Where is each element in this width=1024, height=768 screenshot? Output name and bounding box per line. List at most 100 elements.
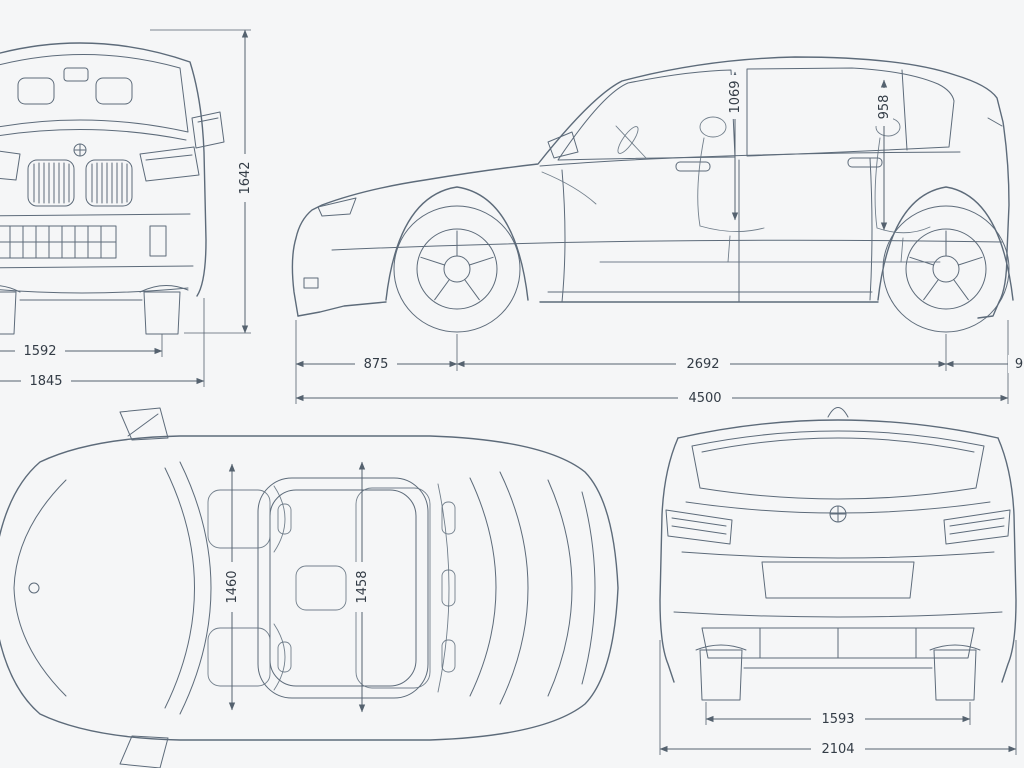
front-view: 1642 1592 1845: [0, 29, 254, 390]
seatback-passenger: [273, 623, 286, 691]
mirror-bottom: [119, 735, 169, 768]
headrest-passenger: [277, 641, 292, 673]
kidney-grille-left: [27, 159, 75, 207]
top-view: 1460 1458: [0, 407, 619, 768]
front-door-handle: [675, 161, 711, 172]
windshield-arc: [179, 461, 212, 715]
tire-right: [143, 291, 181, 335]
front-wheel-spokes: [420, 230, 494, 301]
dim-label-front-overhang: 875: [355, 355, 397, 373]
rear-view-dimensions: 1593 2104: [659, 640, 1017, 758]
rear-window: [691, 430, 985, 500]
seat-cushion-passenger: [207, 627, 271, 687]
beltline: [539, 151, 961, 167]
taillight-side: [987, 117, 1003, 127]
side-view-body: [291, 56, 1014, 319]
dim-label-rear-interior-width: 1458: [353, 562, 371, 612]
steering-wheel: [617, 126, 639, 154]
taillight-right: [943, 509, 1011, 545]
length-extension-lines: [295, 320, 1009, 404]
rear-rim: [905, 228, 987, 310]
svg-text:1845: 1845: [29, 374, 62, 389]
seatback-driver: [273, 485, 286, 553]
bumper-lower-line: [0, 265, 194, 269]
sunroof: [269, 489, 417, 687]
roof-panel: [257, 477, 429, 699]
fog-light: [303, 277, 319, 289]
rear-headrest-1: [441, 501, 456, 535]
kidney-grille-right: [85, 159, 133, 207]
dashboard-line: [541, 171, 597, 205]
rear-window-arc: [499, 471, 529, 705]
dim-label-overall-length: 4500: [678, 389, 732, 407]
svg-text:1458: 1458: [355, 570, 370, 603]
front-wheel-arch: [385, 186, 529, 301]
side-mirror: [547, 131, 579, 159]
front-splitter: [0, 287, 189, 294]
svg-text:1069: 1069: [728, 80, 743, 113]
rear-seatback: [437, 483, 450, 693]
svg-text:4500: 4500: [688, 391, 721, 406]
svg-text:2104: 2104: [821, 742, 854, 757]
svg-text:1460: 1460: [225, 570, 240, 603]
fender-arcs: [0, 285, 189, 293]
windshield: [0, 53, 189, 133]
cowl-arc: [164, 467, 195, 709]
door-mirror-right-line: [197, 117, 219, 123]
headrest-driver: [277, 503, 292, 535]
front-door-window: [557, 69, 736, 161]
svg-text:9: 9: [1015, 357, 1023, 372]
headlight-right-line: [145, 154, 193, 161]
svg-text:1592: 1592: [23, 344, 56, 359]
rear-bumper-arc: [581, 491, 596, 685]
bmw-logo-icon-top: [28, 582, 40, 594]
side-view-wheels: [393, 205, 1010, 333]
svg-text:875: 875: [364, 357, 389, 372]
rear-tire: [882, 205, 1010, 333]
dim-label-front-headroom: 1069: [726, 75, 744, 119]
hood-crease: [0, 129, 187, 141]
dim-label-rear-headroom: 958: [875, 88, 893, 126]
front-lower-body: [297, 301, 387, 317]
side-view-interior: [541, 116, 941, 263]
kidney-grille-slats: [33, 162, 128, 204]
front-door-cut: [561, 169, 566, 303]
front-hub: [443, 255, 471, 283]
dim-label-rear-overall-width: 2104: [811, 740, 865, 758]
dim-label-front-interior-width: 1460: [223, 562, 241, 612]
rear-headrest-2: [441, 569, 456, 607]
rearview-mirror: [63, 67, 89, 82]
rear-wheel-spokes: [909, 230, 983, 301]
body-crease: [331, 239, 1003, 251]
rear-door-window: [746, 67, 955, 157]
rear-hub: [932, 255, 960, 283]
rear-headrest-3: [441, 639, 456, 673]
dim-label-height: 1642: [236, 154, 254, 202]
rear-view: 1593 2104: [659, 407, 1017, 758]
steering-column: [615, 125, 647, 159]
front-seat: [697, 137, 765, 263]
rear-view-body: [659, 407, 1017, 701]
top-view-body: [0, 407, 619, 768]
top-view-dimensions: 1460 1458: [223, 461, 371, 713]
svg-text:1642: 1642: [238, 161, 253, 194]
dim-label-rear-overhang-partial: 9: [1008, 355, 1024, 373]
bmw-logo-rear-quarters: [829, 505, 847, 523]
dim-label-track-front: 1592: [15, 342, 65, 360]
dim-label-rear-track: 1593: [811, 710, 865, 728]
lower-bumper-mesh: [0, 225, 117, 259]
rear-tire-right: [929, 644, 981, 701]
headrest-left: [17, 77, 55, 105]
hood-contour: [13, 479, 67, 697]
tire-left: [0, 291, 17, 335]
front-seat-headrest: [699, 116, 727, 138]
svg-text:2692: 2692: [686, 357, 719, 372]
rear-tire-left: [695, 644, 747, 701]
dim-label-overall-width-front: 1845: [21, 372, 71, 390]
c-pillar-line: [901, 69, 908, 151]
bumper-vent-right: [149, 225, 167, 257]
front-body-outline: [0, 42, 207, 297]
rear-roof-arc: [677, 419, 999, 439]
taillight-left: [665, 509, 733, 545]
